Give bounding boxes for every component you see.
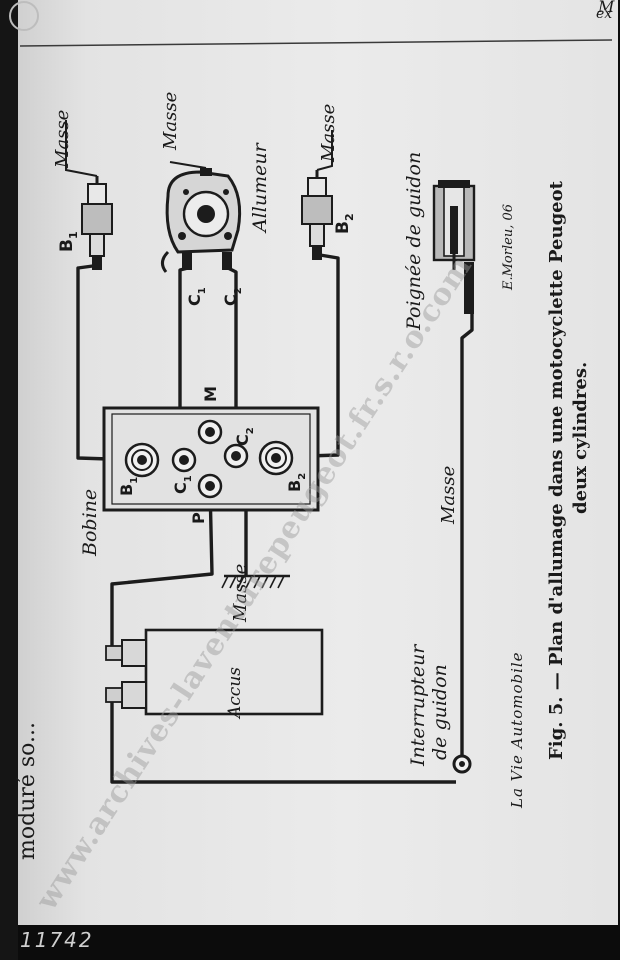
svg-text:B1: B1: [57, 231, 80, 252]
terminal-m: [197, 419, 223, 445]
svg-text:La Vie Automobile: La Vie Automobile: [508, 651, 526, 809]
svg-text:Bobine: Bobine: [79, 489, 101, 557]
bobine-coil: [102, 406, 320, 512]
film-edge: [0, 0, 18, 960]
corner-mark: [9, 1, 39, 31]
label-bobine-p: P: [189, 512, 208, 524]
svg-text:E.Morleu, 06: E.Morleu, 06: [501, 204, 516, 291]
svg-text:M: M: [201, 386, 220, 402]
svg-text:C2: C2: [233, 427, 256, 446]
svg-text:de guidon: de guidon: [429, 664, 451, 760]
label-bobine: Bobine: [79, 489, 101, 557]
svg-text:Masse: Masse: [230, 564, 251, 623]
wire-accus-switch: [110, 690, 456, 784]
label-bobine-b1: B1: [117, 477, 140, 496]
svg-text:Interrupteur: Interrupteur: [407, 643, 429, 767]
svg-text:B2: B2: [285, 473, 308, 492]
label-bobine-b2: B2: [285, 473, 308, 492]
svg-text:Poignée de guidon: Poignée de guidon: [403, 152, 425, 331]
terminal-c1: [171, 447, 197, 473]
label-bobine-m: M: [201, 386, 220, 402]
svg-text:C2: C2: [221, 287, 244, 306]
page-fragment-top-right-2: ex: [596, 6, 612, 22]
poignee-handlebar-grip: [432, 180, 476, 314]
page-rule: [19, 39, 613, 47]
terminal-c2: [223, 443, 249, 469]
label-masse-bobine: Masse: [230, 564, 251, 623]
page-fragment-top-right: M: [597, 0, 615, 16]
svg-text:B1: B1: [117, 477, 140, 496]
artist-signature: E.Morleu, 06: [501, 204, 516, 291]
figure-caption: Fig. 5. — Plan d'allumage dans une motoc…: [546, 180, 567, 760]
plate-number: 11742: [20, 928, 94, 952]
label-b1: B1: [57, 231, 80, 252]
allumeur-distributor: [161, 161, 242, 273]
svg-text:Accus: Accus: [225, 667, 245, 720]
svg-text:Masse: Masse: [52, 110, 73, 169]
spark-plug-b1: [65, 120, 113, 270]
publication-name: La Vie Automobile: [508, 651, 526, 809]
label-masse-allumeur: Masse: [160, 92, 181, 151]
label-poignee: Poignée de guidon: [403, 152, 425, 331]
terminal-p: [197, 473, 223, 499]
svg-text:Masse: Masse: [160, 92, 181, 151]
label-masse-b2: Masse: [318, 104, 339, 163]
label-bobine-c2: C2: [233, 427, 256, 446]
figure-caption-2: deux cylindres.: [570, 362, 591, 514]
terminal-b2: [258, 440, 294, 476]
caption-line-1: Fig. 5. — Plan d'allumage dans une motoc…: [546, 180, 567, 760]
label-allumeur-c2: C2: [221, 287, 244, 306]
svg-text:Masse: Masse: [318, 104, 339, 163]
svg-text:Masse: Masse: [438, 466, 459, 525]
label-b2: B2: [333, 213, 356, 234]
svg-text:B2: B2: [333, 213, 356, 234]
svg-text:Allumeur: Allumeur: [249, 141, 271, 234]
label-interrupteur-2: de guidon: [429, 664, 451, 760]
label-accus: Accus: [225, 667, 245, 720]
svg-text:P: P: [189, 512, 208, 524]
interrupteur-switch: [452, 754, 472, 774]
page-fragment-left: moduré so...: [15, 722, 40, 860]
watermark: www.archives-laventurepeugeot.fr.s.r.o.c…: [29, 249, 480, 917]
label-allumeur: Allumeur: [249, 141, 271, 234]
svg-text:C1: C1: [185, 287, 208, 306]
label-allumeur-c1: C1: [185, 287, 208, 306]
label-masse-b1: Masse: [52, 110, 73, 169]
terminal-b1: [124, 442, 160, 478]
svg-text:moduré so...: moduré so...: [15, 722, 40, 860]
label-interrupteur: Interrupteur: [407, 643, 429, 767]
spark-plug-b2: [301, 130, 333, 260]
svg-text:C1: C1: [171, 475, 194, 494]
wire-switch-grip: [460, 312, 474, 762]
accus-battery: [105, 628, 324, 716]
caption-line-2: deux cylindres.: [570, 362, 591, 514]
wire-p-accus: [110, 485, 214, 650]
label-bobine-c1: C1: [171, 475, 194, 494]
label-masse-frame: Masse: [438, 466, 459, 525]
svg-text:www.archives-laventurepeugeot.: www.archives-laventurepeugeot.fr.s.r.o.c…: [29, 249, 480, 917]
